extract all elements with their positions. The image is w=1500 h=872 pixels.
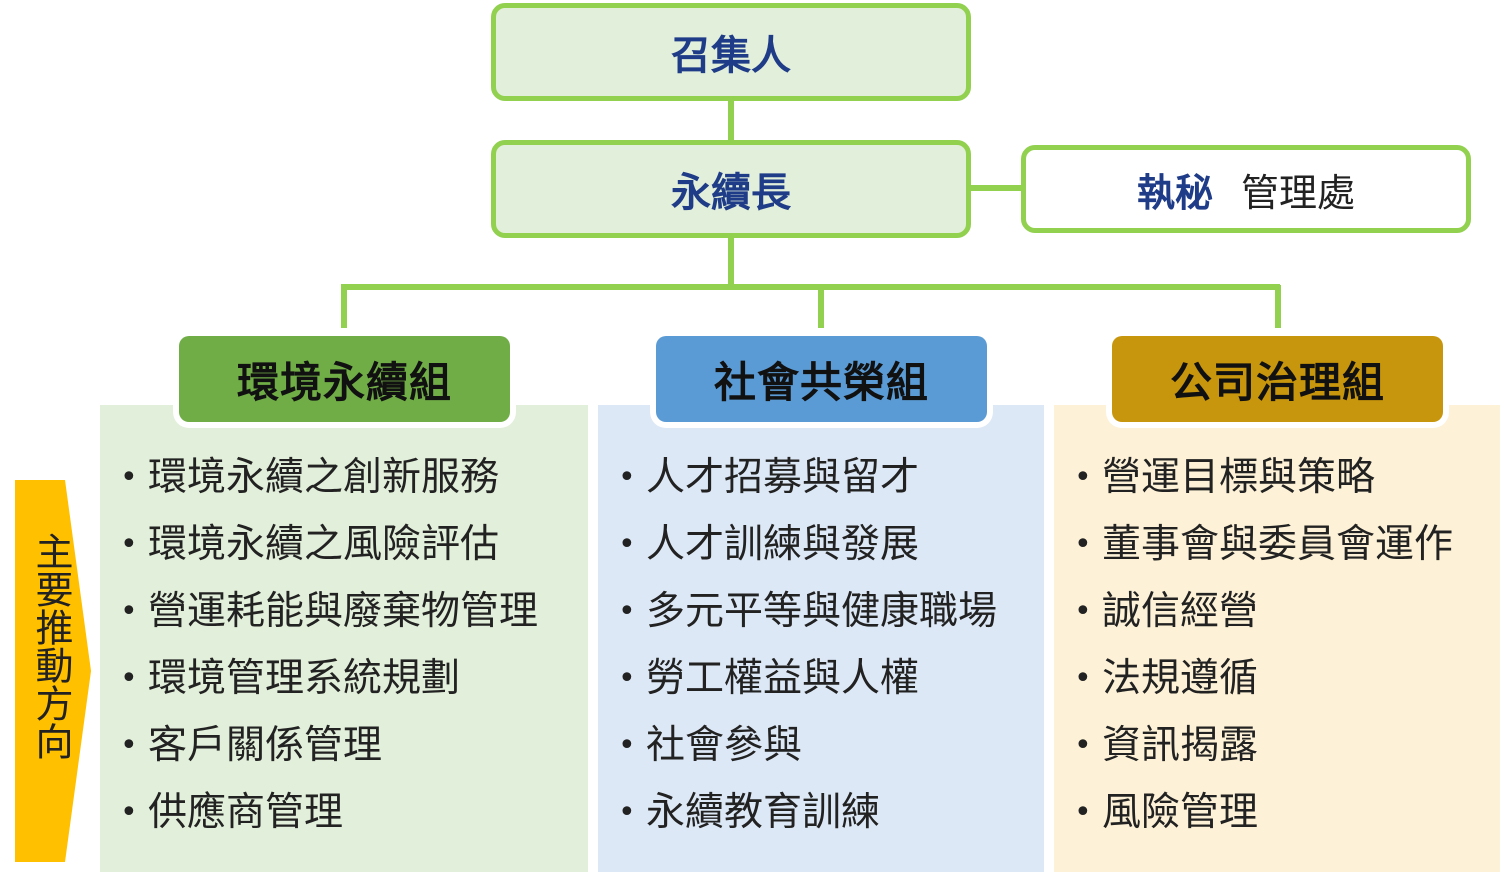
bullet-icon: • [618,594,636,629]
bullet-icon: • [618,795,636,830]
list-item: •營運目標與策略 [1074,444,1494,511]
list-item: •社會參與 [618,712,1038,779]
bullet-icon: • [1074,728,1092,763]
list-item: •董事會與委員會運作 [1074,511,1494,578]
bullet-icon: • [120,527,138,562]
gov-group-title: 公司治理組 [1169,357,1385,407]
soc-group-header: 社會共榮組 [656,336,987,422]
gov-item-list: •營運目標與策略 •董事會與委員會運作 •誠信經營 •法規遵循 •資訊揭露 •風… [1074,444,1494,846]
soc-group-title: 社會共榮組 [713,357,929,407]
list-item: •客戶關係管理 [120,712,580,779]
env-group-panel [100,405,588,872]
cso-label: 永續長 [671,170,791,216]
bullet-icon: • [120,728,138,763]
list-item: •資訊揭露 [1074,712,1494,779]
env-group-title: 環境永續組 [236,357,452,407]
bullet-icon: • [618,527,636,562]
convener-label: 召集人 [671,33,791,79]
env-item-list: •環境永續之創新服務 •環境永續之風險評估 •營運耗能與廢棄物管理 •環境管理系… [120,444,580,846]
secretariat-box: 執秘 管理處 [1021,145,1471,233]
soc-item-list: •人才招募與留才 •人才訓練與發展 •多元平等與健康職場 •勞工權益與人權 •社… [618,444,1038,846]
secretariat-title: 執秘 [1136,170,1213,215]
cso-box: 永續長 [491,140,971,238]
bullet-icon: • [120,460,138,495]
bullet-icon: • [618,728,636,763]
bullet-icon: • [1074,795,1092,830]
list-item: •環境管理系統規劃 [120,645,580,712]
bullet-icon: • [120,594,138,629]
list-item: •風險管理 [1074,779,1494,846]
secretariat-unit: 管理處 [1241,170,1356,215]
list-item: •永續教育訓練 [618,779,1038,846]
list-item: •誠信經營 [1074,578,1494,645]
list-item: •營運耗能與廢棄物管理 [120,578,580,645]
list-item: •勞工權益與人權 [618,645,1038,712]
gov-group-panel [1054,405,1500,872]
env-group-header: 環境永續組 [179,336,510,422]
bullet-icon: • [120,661,138,696]
list-item: •人才訓練與發展 [618,511,1038,578]
list-item: •人才招募與留才 [618,444,1038,511]
gov-group-header: 公司治理組 [1112,336,1443,422]
convener-box: 召集人 [491,3,971,101]
bullet-icon: • [1074,527,1092,562]
list-item: •供應商管理 [120,779,580,846]
main-direction-arrow: 主要推動方向 [15,480,91,862]
list-item: •環境永續之創新服務 [120,444,580,511]
soc-group-panel [598,405,1044,872]
arrow-shape-icon [15,480,91,862]
list-item: •環境永續之風險評估 [120,511,580,578]
bullet-icon: • [618,661,636,696]
main-direction-label: 主要推動方向 [29,532,73,760]
list-item: •多元平等與健康職場 [618,578,1038,645]
bullet-icon: • [1074,594,1092,629]
bullet-icon: • [120,795,138,830]
list-item: •法規遵循 [1074,645,1494,712]
bullet-icon: • [618,460,636,495]
bullet-icon: • [1074,661,1092,696]
bullet-icon: • [1074,460,1092,495]
